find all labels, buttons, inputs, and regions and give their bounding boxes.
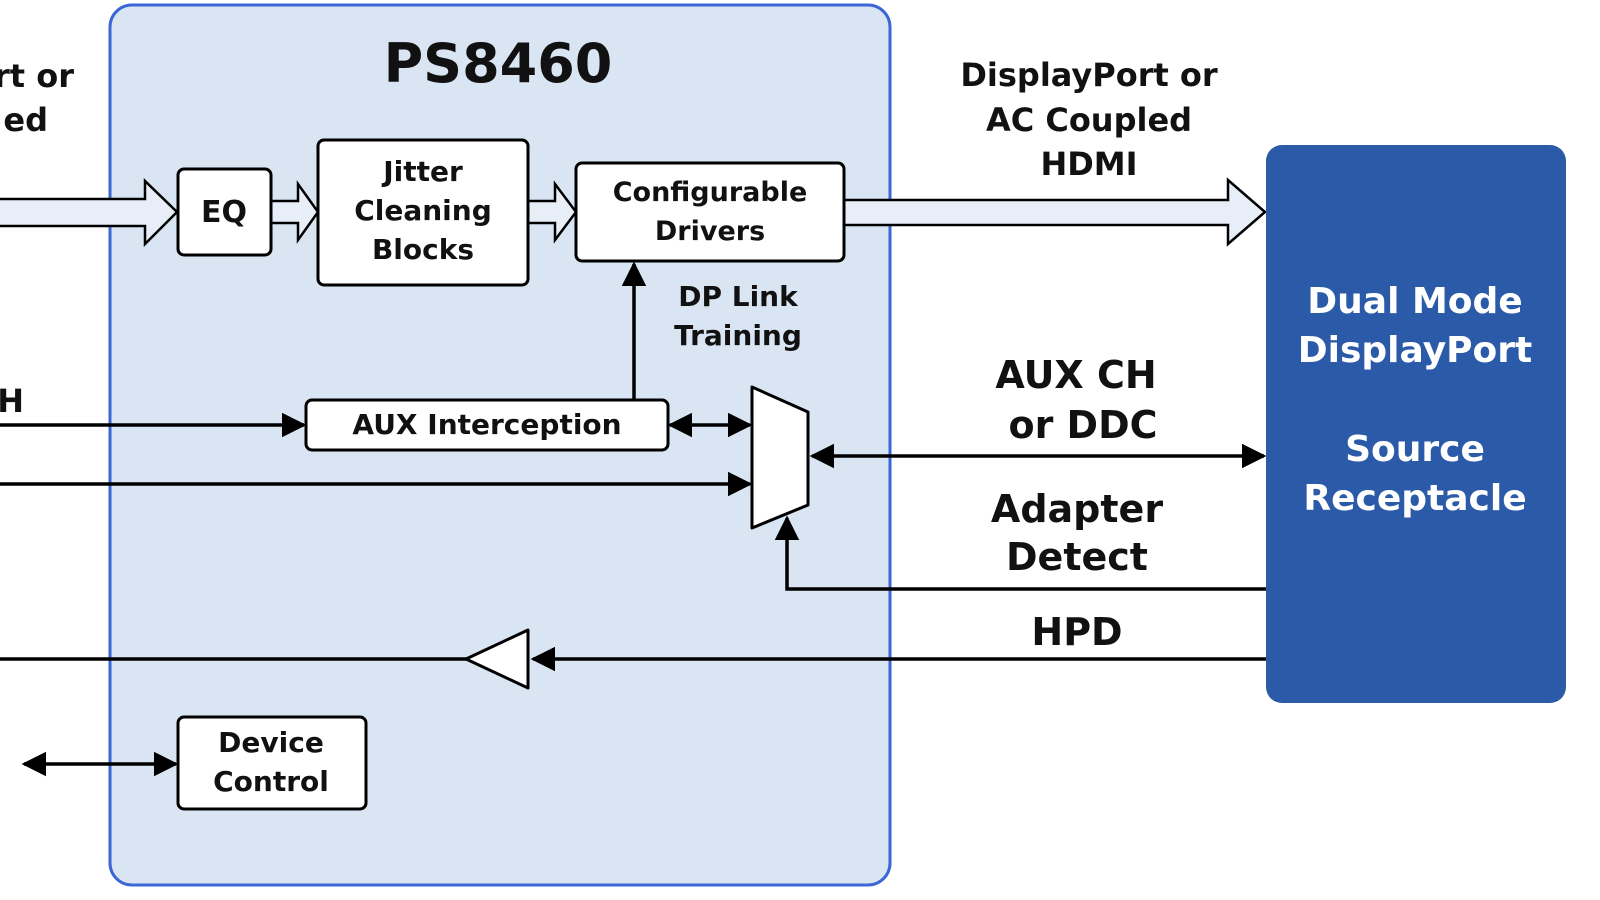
aux-interception-label: AUX Interception [352,408,621,441]
aux-input-label: H [0,382,24,420]
jitter-cleaning-block [316,138,530,287]
receptacle-label-line2: DisplayPort [1298,330,1533,371]
aux-ch-label-line1: AUX CH [995,353,1156,397]
drivers-label-line1: Configurable [613,177,808,208]
input-label-line1: rt or [0,57,74,95]
jitter-label-line2: Cleaning [354,194,492,227]
output-data-arrow [844,177,1267,247]
output-label-line2: AC Coupled [986,101,1192,139]
eq-block [176,167,273,257]
mux-symbol [750,385,810,530]
aux-ch-label-line2: or DDC [1008,403,1157,447]
adapter-detect-label-line1: Adapter [991,487,1163,531]
output-label-line3: HDMI [1040,145,1137,183]
hpd-buffer-symbol [464,628,530,690]
displayport-receptacle-block [1266,145,1566,703]
dp-link-label-line2: Training [674,319,802,352]
device-control-label-line1: Device [218,726,324,759]
input-data-arrow [0,178,179,248]
device-control-label-line2: Control [213,765,329,798]
hpd-label: HPD [1031,610,1122,654]
chip-title: PS8460 [384,32,613,95]
dp-link-label-line1: DP Link [678,280,799,313]
eq-label: EQ [201,195,247,230]
jitter-label-line3: Blocks [372,233,474,266]
device-control-block [176,715,368,811]
input-label-line2: ed [3,101,48,139]
jitter-label-line1: Jitter [381,155,463,188]
receptacle-label-line1: Dual Mode [1307,281,1522,322]
adapter-detect-arrow [774,515,1266,591]
adapter-detect-label-line2: Detect [1006,535,1148,579]
configurable-drivers-block [574,161,846,263]
drivers-label-line2: Drivers [655,216,765,247]
output-label-line1: DisplayPort or [960,56,1218,94]
receptacle-label-line3: Source [1345,429,1485,470]
receptacle-label-line4: Receptacle [1303,478,1526,519]
